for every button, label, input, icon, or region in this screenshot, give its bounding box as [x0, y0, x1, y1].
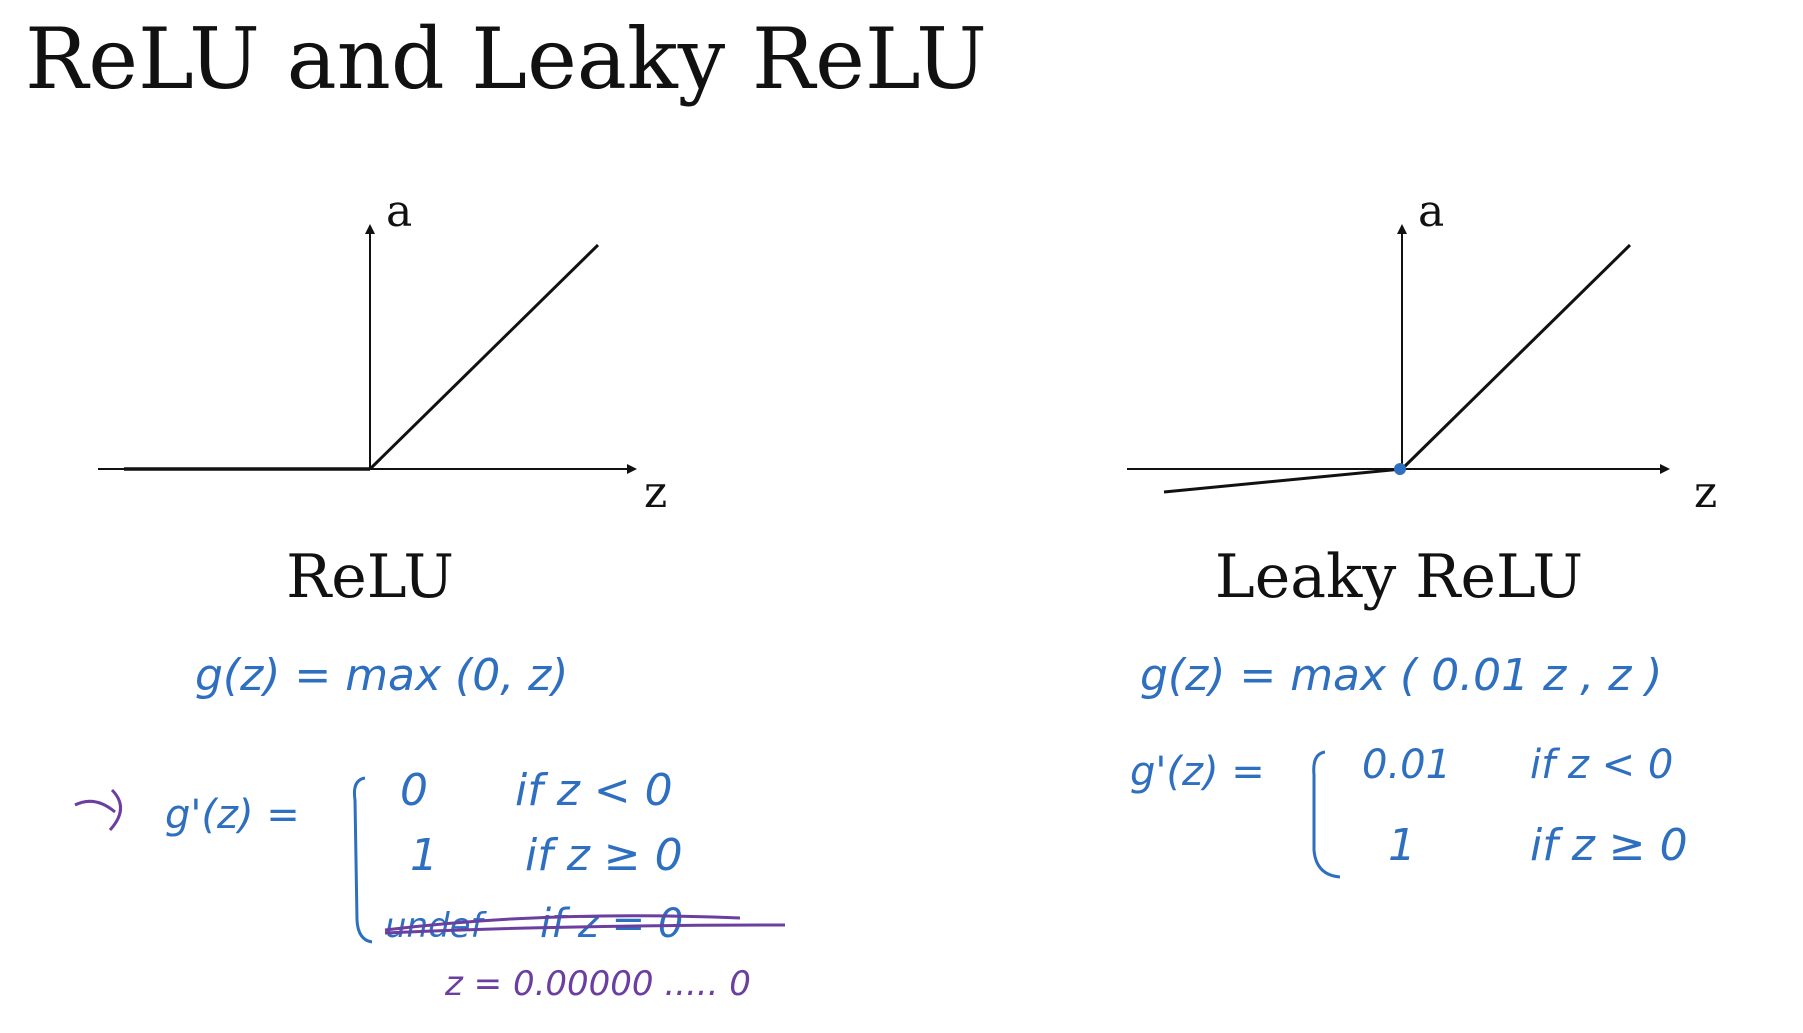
relu-linear-segment: [368, 243, 600, 471]
leaky-linear-segment: [1400, 243, 1632, 471]
leaky-case-value: 1: [1388, 820, 1416, 871]
leaky-y-label: a: [1418, 186, 1444, 237]
relu-brace: [353, 776, 373, 944]
relu-case-value: 1: [410, 830, 438, 881]
relu-y-label: a: [386, 186, 412, 237]
strikethrough: [384, 914, 786, 935]
relu-case-cond-struck: if z = 0: [540, 901, 683, 947]
leaky-notes: g(z) = max ( 0.01 z , z ) g'(z) = 0.01 i…: [1130, 650, 1688, 879]
relu-graph: a z ReLU: [98, 186, 667, 612]
relu-name: ReLU: [286, 542, 454, 612]
leaky-brace: [1312, 750, 1341, 879]
leaky-case-cond: if z ≥ 0: [1530, 820, 1688, 871]
origin-dot: [1394, 463, 1406, 475]
relu-case-cond: if z < 0: [515, 765, 673, 816]
leaky-case-cond: if z < 0: [1530, 742, 1673, 788]
leaky-name: Leaky ReLU: [1215, 542, 1583, 612]
relu-case-value: 0: [400, 765, 428, 816]
relu-notes: g(z) = max (0, z) g'(z) = 0 if z < 0 1 i…: [74, 650, 786, 1004]
relu-case-cond: if z ≥ 0: [525, 830, 683, 881]
leaky-derivative-label: g'(z) =: [1130, 749, 1265, 795]
relu-x-label: z: [644, 467, 667, 518]
leaky-formula: g(z) = max ( 0.01 z , z ): [1140, 650, 1662, 701]
leaky-x-label: z: [1694, 467, 1717, 518]
relu-formula: g(z) = max (0, z): [195, 650, 568, 701]
relu-derivative-label: g'(z) =: [165, 792, 300, 838]
arrow-icon: [74, 788, 122, 832]
slide-title: ReLU and Leaky ReLU: [25, 10, 987, 108]
relu-note: z = 0.00000 ..... 0: [444, 964, 751, 1004]
leaky-case-value: 0.01: [1362, 742, 1451, 788]
leaky-relu-graph: a z Leaky ReLU: [1127, 186, 1717, 612]
leaky-negative-segment: [1163, 467, 1403, 494]
